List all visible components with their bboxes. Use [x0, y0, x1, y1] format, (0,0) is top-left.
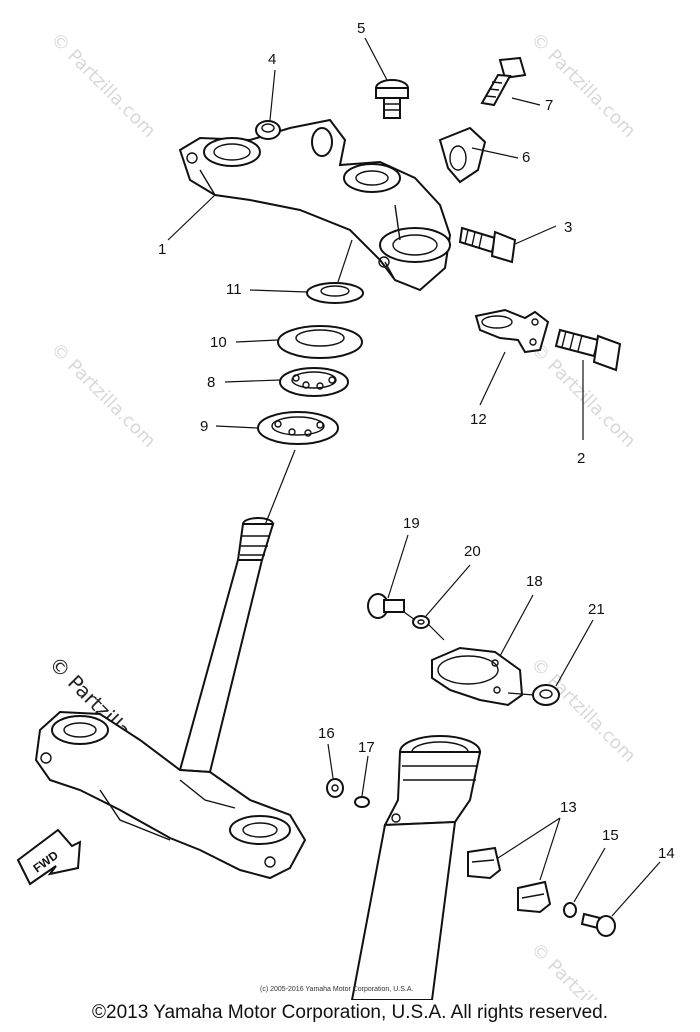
callout-8: 8: [207, 374, 215, 391]
part-2-bolt: [554, 328, 622, 372]
callout-16: 16: [318, 725, 335, 742]
callout-18: 18: [526, 573, 543, 590]
callout-labels: 1 2 3 4 5 6 7 8 9 10 11 12 13 14 15 16 1…: [158, 20, 675, 862]
callout-14: 14: [658, 845, 675, 862]
part-13-clips: [467, 846, 552, 914]
callout-15: 15: [602, 827, 619, 844]
part-10-seal: [277, 325, 363, 359]
watermark-bottom-right: © Partzilla.com: [526, 939, 639, 1000]
part-6-clamp: [438, 126, 487, 184]
watermark-top-right: © Partzilla.com: [526, 29, 639, 142]
copyright-footer: ©2013 Yamaha Motor Corporation, U.S.A. A…: [92, 1002, 608, 1023]
part-7-bolt: [480, 56, 527, 107]
callout-9: 9: [200, 418, 208, 435]
callout-12: 12: [470, 411, 487, 428]
callout-4: 4: [268, 51, 276, 68]
callout-6: 6: [522, 149, 530, 166]
callout-21: 21: [588, 601, 605, 618]
part-15-washer: [563, 902, 577, 918]
part-21-nut: [532, 684, 560, 706]
callout-7: 7: [545, 97, 553, 114]
watermark-low-right: © Partzilla.com: [526, 654, 639, 767]
fork-tube: [350, 735, 482, 1000]
part-5-bolt: [375, 79, 409, 119]
callout-10: 10: [210, 334, 227, 351]
callout-13: 13: [560, 799, 577, 816]
part-12-guide: [474, 308, 550, 354]
leader-lines: [167, 37, 661, 917]
inner-copyright: (c) 2005-2016 Yamaha Motor Corporation, …: [260, 986, 413, 993]
callout-5: 5: [357, 20, 365, 37]
part-9-bearing: [257, 411, 339, 445]
callout-11: 11: [226, 281, 242, 298]
fwd-arrow: FWD: [16, 828, 82, 886]
part-16-nut: [326, 778, 344, 798]
callout-3: 3: [564, 219, 572, 236]
part-3-bolt: [458, 226, 517, 264]
part-4-nut: [255, 120, 281, 140]
watermark-mid-left: © Partzilla.com: [46, 339, 159, 452]
part-19-bolt: [367, 593, 405, 619]
part-20-washer: [412, 615, 430, 629]
callout-1: 1: [158, 241, 166, 258]
callout-2: 2: [577, 450, 585, 467]
part-8-bearing: [279, 367, 349, 397]
part-11-ring-nut: [306, 282, 364, 304]
upper-bracket: [178, 118, 452, 292]
callout-17: 17: [358, 739, 375, 756]
steering-stem: [34, 517, 307, 880]
parts-diagram: © Partzilla.com © Partzilla.com © Partzi…: [16, 20, 675, 1000]
watermark-top-left: © Partzilla.com: [46, 29, 159, 142]
callout-19: 19: [403, 515, 420, 532]
part-17-washer: [354, 796, 370, 808]
part-14-screw: [580, 912, 616, 937]
part-18-clamp: [431, 646, 524, 707]
callout-20: 20: [464, 543, 481, 560]
